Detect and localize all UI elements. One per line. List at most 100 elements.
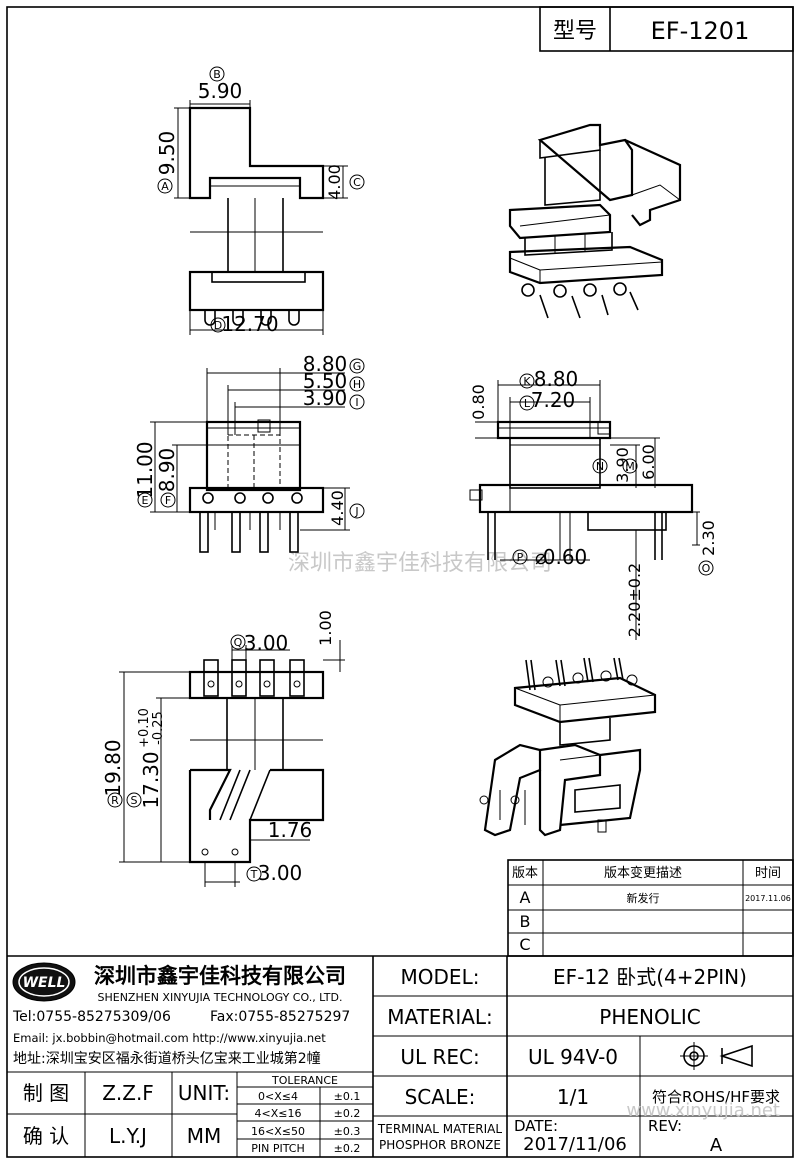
date-label: DATE: <box>514 1117 558 1135</box>
rev-row-a-rev: A <box>520 888 531 907</box>
rev-value: A <box>710 1135 723 1156</box>
marker-C: C <box>353 176 361 189</box>
dim-S: 17.30 <box>139 751 163 808</box>
title-block <box>7 955 793 1157</box>
dim-I: 3.90 <box>303 386 348 410</box>
marker-M: M <box>625 460 635 473</box>
marker-G: G <box>353 360 362 373</box>
sheet-border <box>6 6 794 1158</box>
dim-N: 3.90 <box>613 447 632 483</box>
material-value: PHENOLIC <box>599 1005 700 1029</box>
check-value: L.Y.J <box>109 1124 147 1148</box>
rev-row-c-rev: C <box>519 935 530 954</box>
rev-header-date: 时间 <box>755 866 781 881</box>
tol-value-2: ±0.2 <box>334 1107 361 1120</box>
dim-A: 9.50 <box>155 131 179 176</box>
dim-1-76: 1.76 <box>268 818 313 842</box>
draw-value: Z.Z.F <box>102 1081 154 1105</box>
marker-S: S <box>131 794 138 807</box>
tol-range-3: 16<X≤50 <box>251 1125 305 1138</box>
view-front-top <box>174 100 348 335</box>
dim-R: 19.80 <box>101 739 125 796</box>
company-email: Email: jx.bobbin@hotmail.com http://www.… <box>13 1031 326 1045</box>
dim-S-tol-plus: +0.10 <box>137 708 152 748</box>
company-name-en: SHENZHEN XINYUJIA TECHNOLOGY CO., LTD. <box>98 991 343 1004</box>
terminal-material-label: TERMINAL MATERIAL <box>377 1122 502 1136</box>
unit-label: UNIT: <box>178 1081 230 1105</box>
dim-pin-length: 2.20±0.2 <box>625 563 644 637</box>
logo-text: WELL <box>23 975 66 991</box>
view-top-mid <box>150 368 350 553</box>
marker-K: K <box>523 375 531 388</box>
projection-symbol-icon <box>680 1042 753 1070</box>
scale-label: SCALE: <box>405 1085 476 1109</box>
dim-D: 12.70 <box>221 312 278 336</box>
model-code: EF-1201 <box>651 17 750 45</box>
dim-G: 8.80 <box>303 352 348 376</box>
marker-B: B <box>213 68 221 81</box>
model-value: EF-12 卧式(4+2PIN) <box>553 965 747 989</box>
rev-header-version: 版本 <box>512 866 538 881</box>
marker-O: O <box>702 562 711 575</box>
rohs-note: 符合ROHS/HF要求 <box>652 1088 780 1106</box>
tol-value-1: ±0.1 <box>334 1090 361 1103</box>
marker-T: T <box>250 868 258 881</box>
rev-row-a-date: 2017.11.06 <box>745 894 791 903</box>
dim-B: 5.90 <box>198 79 243 103</box>
revision-table: 版本 版本变更描述 时间 A 新发行 2017.11.06 B C <box>507 859 794 957</box>
tol-value-4: ±0.2 <box>334 1142 361 1155</box>
dim-K: 8.80 <box>534 367 579 391</box>
marker-N: N <box>596 460 604 473</box>
tol-range-4: PIN PITCH <box>251 1142 305 1155</box>
marker-P: P <box>517 551 524 564</box>
rev-row-a-desc: 新发行 <box>627 891 660 905</box>
marker-J: J <box>354 505 358 518</box>
marker-D: D <box>214 319 222 332</box>
tol-range-1: 0<X≤4 <box>258 1090 298 1103</box>
tol-value-3: ±0.3 <box>334 1125 361 1138</box>
dim-C: 4.00 <box>325 164 344 200</box>
dim-J: 4.40 <box>328 490 347 526</box>
scale-value: 1/1 <box>557 1085 589 1109</box>
company-address: 地址:深圳宝安区福永街道桥头亿宝来工业城第2幢 <box>13 1050 321 1067</box>
rev-header-desc: 版本变更描述 <box>604 865 682 881</box>
dim-H: 5.50 <box>303 369 348 393</box>
view-iso-top <box>508 123 682 319</box>
dim-F: 8.90 <box>155 448 179 493</box>
marker-I: I <box>355 396 358 409</box>
marker-L: L <box>524 397 531 410</box>
dim-S-tol-minus: -0.25 <box>151 711 166 745</box>
marker-H: H <box>353 378 361 391</box>
dim-E: 11.00 <box>133 441 157 498</box>
marker-Q: Q <box>234 636 243 649</box>
ulrec-label: UL REC: <box>400 1045 479 1069</box>
watermark-center: 深圳市鑫宇佳科技有限公司 <box>288 551 552 576</box>
company-tel: Tel:0755-85275309/06 <box>12 1009 171 1025</box>
rev-row-b-rev: B <box>520 912 531 931</box>
tolerance-title: TOLERANCE <box>271 1074 338 1087</box>
view-iso-bottom <box>479 657 657 837</box>
draw-label: 制 图 <box>23 1081 69 1105</box>
marker-E: E <box>142 494 149 507</box>
dim-top-0-80: 0.80 <box>469 384 488 420</box>
header-box: 型号 EF-1201 <box>539 6 794 52</box>
marker-A: A <box>161 180 169 193</box>
diameter-symbol: ⌀ <box>535 545 547 569</box>
check-label: 确 认 <box>23 1124 69 1148</box>
company-fax: Fax:0755-85275297 <box>210 1009 350 1025</box>
unit-value: MM <box>187 1124 222 1148</box>
view-side <box>469 380 700 640</box>
dim-Q: 3.00 <box>244 631 289 655</box>
dim-L: 7.20 <box>531 388 576 412</box>
type-label: 型号 <box>553 19 597 44</box>
tol-range-2: 4<X≤16 <box>255 1107 302 1120</box>
company-logo: WELL <box>12 962 76 1002</box>
tolerance-table: TOLERANCE 0<X≤4 ±0.1 4<X≤16 ±0.2 16<X≤50… <box>237 1074 373 1157</box>
marker-R: R <box>111 794 119 807</box>
material-label: MATERIAL: <box>387 1005 493 1029</box>
company-name-cn: 深圳市鑫宇佳科技有限公司 <box>94 964 346 988</box>
rev-label: REV: <box>648 1117 682 1135</box>
watermark-corner: www.xinyujia.net <box>626 1100 780 1121</box>
marker-F: F <box>165 494 171 507</box>
